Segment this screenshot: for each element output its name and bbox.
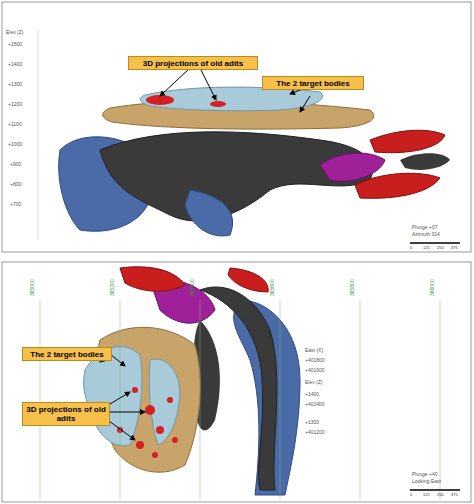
axis-label: 365800 [350,279,355,296]
callout-box: The 2 target bodies [262,76,364,90]
axis-label: +401800 [305,358,325,363]
axis-label: Elev (Z) [305,380,323,385]
callout-box: 3D projections of old adits [128,56,258,70]
axis-label: East (X) [305,348,323,353]
callout-text: The 2 target bodies [276,79,349,88]
callout-text: 3D projections of old adits [26,405,106,423]
axis-label: +700 [10,202,21,207]
axis-label: +401200 [305,430,325,435]
axis-label: Azimuth 314 [412,232,440,237]
axis-label: +1400 [305,392,319,397]
axis-label: 250 [437,246,444,250]
axis-label: +401400 [305,402,325,407]
axis-label: Looking East [412,479,441,484]
axis-label: 365600 [270,279,275,296]
axis-label: 375 [451,493,458,497]
axis-label: Plunge +07 [412,225,437,230]
axis-label: +800 [10,182,21,187]
axis-label: 250 [437,493,444,497]
axis-label: 365400 [190,279,195,296]
axis-label: +1200 [8,102,22,107]
axis-label: +1400 [8,62,22,67]
axis-label: +1500 [8,42,22,47]
axis-label: 0 [410,246,412,250]
axis-label: 0 [410,493,412,497]
axis-label: +900 [10,162,21,167]
callout-box: 3D projections of old adits [22,402,110,426]
axis-label: +1300 [305,420,319,425]
axis-label: Elev (Z) [6,30,24,35]
axis-label: 125 [423,246,430,250]
axis-label: 365200 [110,279,115,296]
axis-label: 125 [423,493,430,497]
axis-label: +1000 [8,142,22,147]
axis-label: +401600 [305,368,325,373]
axis-label: 365000 [30,279,35,296]
axis-label: 375 [451,246,458,250]
callout-text: 3D projections of old adits [143,59,243,68]
axis-label: Plunge +40 [412,472,437,477]
callout-box: The 2 target bodies [22,347,112,361]
axis-label: +1100 [8,122,22,127]
axis-label: 366000 [430,279,435,296]
axis-label: +1300 [8,82,22,87]
callout-text: The 2 target bodies [30,350,103,359]
